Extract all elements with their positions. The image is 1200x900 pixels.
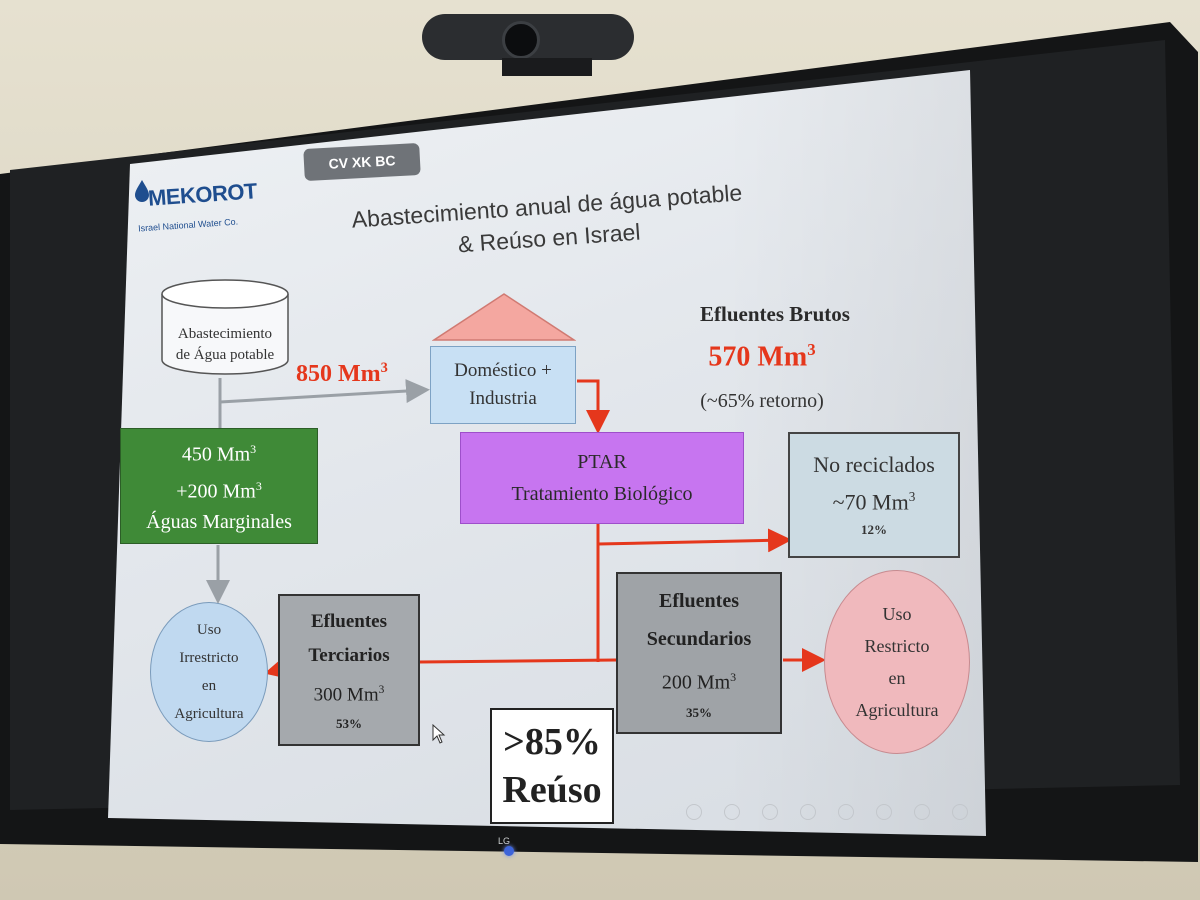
uso-irr-line-3: en: [201, 678, 217, 694]
no-reciclados-box: No reciclados ~70 Mm3 12%: [788, 432, 960, 558]
reuso-box: >85% Reúso: [490, 708, 614, 824]
reuso-line-2: Reúso: [502, 769, 602, 811]
arrow-terciarios-link: [419, 658, 617, 664]
efluentes-retorno: (~65% retorno): [700, 390, 824, 412]
no-reciclados-line-2: ~70 Mm3: [832, 489, 916, 515]
secundarios-line-2: Secundarios: [646, 628, 752, 651]
marginal-line-3: Águas Marginales: [146, 511, 292, 534]
uso-res-line-4: Agricultura: [855, 700, 939, 720]
terciarios-line-2: Terciarios: [308, 645, 390, 667]
reuso-line-1: >85%: [503, 721, 601, 763]
mouse-cursor-icon: [432, 724, 446, 744]
uso-irr-line-1: Uso: [196, 622, 222, 638]
superscript: 3: [380, 360, 388, 376]
presentation-toolbar: [680, 800, 980, 824]
marginal-water-box: 450 Mm3 +200 Mm3 Águas Marginales: [120, 428, 318, 544]
power-led-icon: [504, 846, 514, 856]
secundarios-line-1: Efluentes: [659, 590, 739, 613]
terciarios-pct: 53%: [336, 715, 362, 731]
mekorot-logo: MEKOROT Israel National Water Co.: [128, 160, 258, 240]
efluentes-brutos-title: Efluentes Brutos: [700, 302, 850, 326]
arrow-to-no-reciclados: [597, 528, 792, 553]
uso-res-line-3: en: [888, 668, 906, 688]
secundarios-pct: 35%: [686, 704, 712, 720]
uso-res-line-1: Uso: [882, 604, 912, 624]
ptar-line-1: PTAR: [577, 451, 627, 473]
no-reciclados-pct: 12%: [861, 521, 887, 537]
webcam-mount: [502, 58, 592, 76]
video-icon[interactable]: [724, 804, 740, 820]
tv-brand-logo: LG: [498, 836, 511, 846]
flow-850-value: 850 Mm: [296, 361, 381, 387]
efluentes-brutos-value: 570 Mm3: [692, 340, 832, 373]
arrow-domestic-to-ptar: [577, 379, 610, 434]
uso-irrestricto-circle: Uso Irrestricto en Agricultura: [150, 602, 268, 742]
efluentes-terciarios-box: Efluentes Terciarios 300 Mm3 53%: [278, 594, 420, 746]
arrow-supply-to-domestic: [219, 379, 430, 404]
webcam: [422, 14, 634, 76]
efluentes-brutos-number: 570 Mm: [708, 341, 808, 373]
no-reciclados-line-1: No reciclados: [813, 452, 935, 478]
ptar-box: PTAR Tratamiento Biológico: [460, 432, 744, 524]
terciarios-line-1: Efluentes: [311, 611, 387, 633]
back-icon[interactable]: [914, 804, 930, 820]
uso-irr-line-2: Irrestricto: [179, 650, 239, 666]
ptar-line-2: Tratamiento Biológico: [511, 483, 693, 505]
flow-850-label: 850 Mm3: [296, 360, 388, 388]
potable-supply-cylinder: Abastecimiento de Água potable: [160, 276, 290, 376]
superscript: 3: [807, 340, 816, 359]
screen-icon[interactable]: [762, 804, 778, 820]
logo-subtitle: Israel National Water Co.: [137, 216, 239, 234]
zoom-icon[interactable]: [800, 804, 816, 820]
marginal-line-2: +200 Mm3: [176, 478, 262, 503]
terciarios-line-3: 300 Mm3: [313, 684, 385, 706]
uso-res-line-2: Restricto: [864, 636, 930, 656]
domestic-line-2: Industria: [469, 388, 537, 409]
supply-line-2: de Água potable: [175, 347, 275, 363]
previous-icon[interactable]: [686, 804, 702, 820]
logo-name: MEKOROT: [147, 178, 258, 211]
pen-icon[interactable]: [876, 804, 892, 820]
webcam-lens-icon: [502, 21, 540, 59]
domestic-line-1: Doméstico +: [454, 360, 552, 381]
water-drop-icon: [135, 180, 149, 202]
forward-icon[interactable]: [952, 804, 968, 820]
copy-icon[interactable]: [838, 804, 854, 820]
uso-restricto-circle: Uso Restricto en Agricultura: [824, 570, 970, 754]
domestic-industry-box: Doméstico + Industria: [430, 346, 576, 424]
supply-line-1: Abastecimiento: [177, 326, 273, 342]
supply-label: Abastecimiento de Água potable: [160, 324, 290, 366]
slide-badge: CV XK BC: [303, 142, 421, 182]
efluentes-secundarios-box: Efluentes Secundarios 200 Mm3 35%: [616, 572, 782, 734]
uso-irr-line-4: Agricultura: [174, 706, 244, 722]
secundarios-line-3: 200 Mm3: [661, 670, 737, 694]
arrow-to-uso-irrestricto: [264, 655, 291, 680]
house-roof-icon: [432, 293, 576, 341]
cylinder-icon: [161, 279, 289, 375]
marginal-line-1: 450 Mm3: [181, 441, 257, 466]
